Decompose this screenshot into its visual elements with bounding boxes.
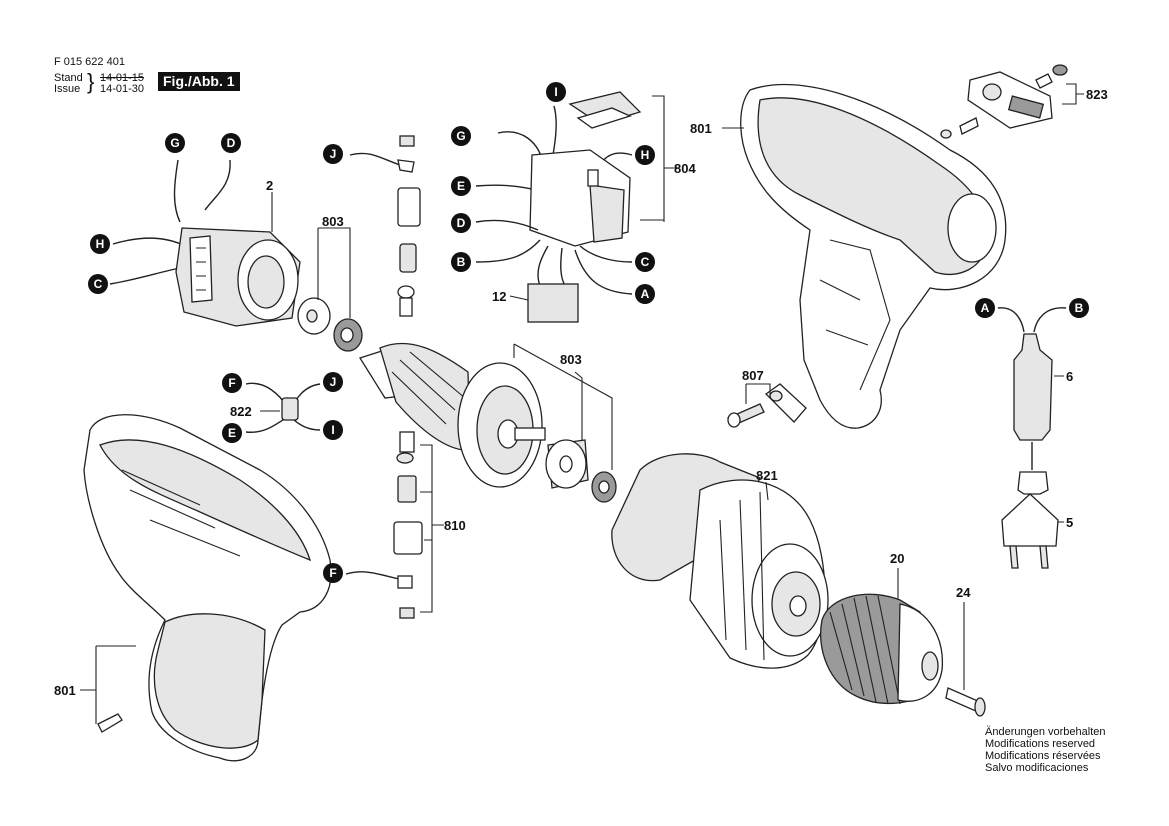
- issue-date: 14-01-30: [100, 83, 145, 95]
- part-number-807: 807: [742, 368, 764, 383]
- gearbox-part: [611, 453, 829, 669]
- bubble-h-stator-text: H: [96, 237, 105, 251]
- part-number-6: 6: [1066, 369, 1073, 384]
- brace-glyph: }: [87, 69, 95, 94]
- housing-right-part: [722, 83, 1007, 429]
- bubble-c-switch-text: C: [641, 255, 650, 269]
- bubble-i-connector-text: I: [331, 423, 334, 437]
- document-number: F 015 622 401: [54, 56, 125, 68]
- part-number-801-right: 801: [690, 121, 712, 136]
- bubble-g-stator: [165, 133, 185, 153]
- wire-connector-part: [245, 382, 321, 433]
- bubble-j-brush-text: J: [330, 147, 337, 161]
- issue-label: Issue: [54, 83, 81, 95]
- bubble-h-switch-text: H: [641, 148, 650, 162]
- part-number-804: 804: [674, 161, 696, 176]
- bubble-j-connector: [323, 372, 343, 392]
- part-number-5: 5: [1066, 515, 1073, 530]
- switch-part: [475, 91, 676, 323]
- stand-date: 14-01-15: [100, 72, 145, 84]
- figure-label: Fig./Abb. 1: [158, 72, 240, 91]
- armature-part: [359, 342, 546, 488]
- bubble-h-stator: [90, 234, 110, 254]
- bubble-b-switch: [451, 252, 471, 272]
- bubble-c-switch: [635, 252, 655, 272]
- bubble-c-stator: [88, 274, 108, 294]
- bubble-e-connector: [222, 423, 242, 443]
- connection-bubbles: G D H C J F F J E I I G H E D B C: [88, 82, 1089, 583]
- note-en: Modifications reserved: [985, 738, 1096, 750]
- bubble-b-switch-text: B: [457, 255, 466, 269]
- bubble-d-switch: [451, 213, 471, 233]
- part-number-801-left: 801: [54, 683, 76, 698]
- bubble-f-brush: [323, 563, 343, 583]
- note-es: Salvo modificaciones: [985, 762, 1089, 774]
- bubble-g-switch-text: G: [456, 129, 465, 143]
- direction-lever-part: [940, 64, 1084, 139]
- part-number-822: 822: [230, 404, 252, 419]
- bubble-b-cord: [1069, 298, 1089, 318]
- bubble-b-cord-text: B: [1075, 301, 1084, 315]
- bubble-e-switch: [451, 176, 471, 196]
- part-number-12: 12: [492, 289, 506, 304]
- part-number-24: 24: [956, 585, 971, 600]
- cable-clip-part: [727, 383, 807, 428]
- part-number-2: 2: [266, 178, 273, 193]
- brush-column-top: [349, 135, 421, 317]
- bubble-g-stator-text: G: [170, 136, 179, 150]
- housing-left-part: [80, 414, 332, 762]
- bubble-c-stator-text: C: [94, 277, 103, 291]
- bubble-a-switch-text: A: [641, 287, 650, 301]
- bubble-i-connector: [323, 420, 343, 440]
- bubble-j-connector-text: J: [330, 375, 337, 389]
- part-number-20: 20: [890, 551, 904, 566]
- bubble-f-brush-text: F: [329, 566, 336, 580]
- bubble-j-brush: [323, 144, 343, 164]
- bubble-f-connector-text: F: [228, 376, 235, 390]
- part-number-803-mid: 803: [560, 352, 582, 367]
- bubble-i-switch-text: I: [554, 85, 557, 99]
- brush-column-bottom: [345, 431, 444, 619]
- screw-part: [945, 602, 986, 717]
- bearing-mid-part: [513, 343, 617, 503]
- part-number-803-top: 803: [322, 214, 344, 229]
- bubble-g-switch: [451, 126, 471, 146]
- bearing-top-part: [297, 227, 363, 352]
- bubble-a-switch: [635, 284, 655, 304]
- cord-plug-part: [997, 307, 1067, 569]
- stand-label: Stand: [54, 72, 83, 84]
- bubble-f-connector: [222, 373, 242, 393]
- bubble-d-stator-text: D: [227, 136, 236, 150]
- bubble-a-cord: [975, 298, 995, 318]
- modifications-notice: Änderungen vorbehalten Modifications res…: [985, 726, 1105, 774]
- bubble-e-connector-text: E: [228, 426, 236, 440]
- note-de: Änderungen vorbehalten: [985, 726, 1106, 738]
- bubble-h-switch: [635, 145, 655, 165]
- part-number-823: 823: [1086, 87, 1108, 102]
- stator-part: [109, 159, 301, 327]
- bubble-a-cord-text: A: [981, 301, 990, 315]
- note-fr: Modifications réservées: [985, 750, 1101, 762]
- part-number-810: 810: [444, 518, 466, 533]
- bubble-d-stator: [221, 133, 241, 153]
- chuck-part: [820, 568, 944, 705]
- part-number-821: 821: [756, 468, 778, 483]
- bubble-e-switch-text: E: [457, 179, 465, 193]
- bubble-d-switch-text: D: [457, 216, 466, 230]
- bubble-i-switch: [546, 82, 566, 102]
